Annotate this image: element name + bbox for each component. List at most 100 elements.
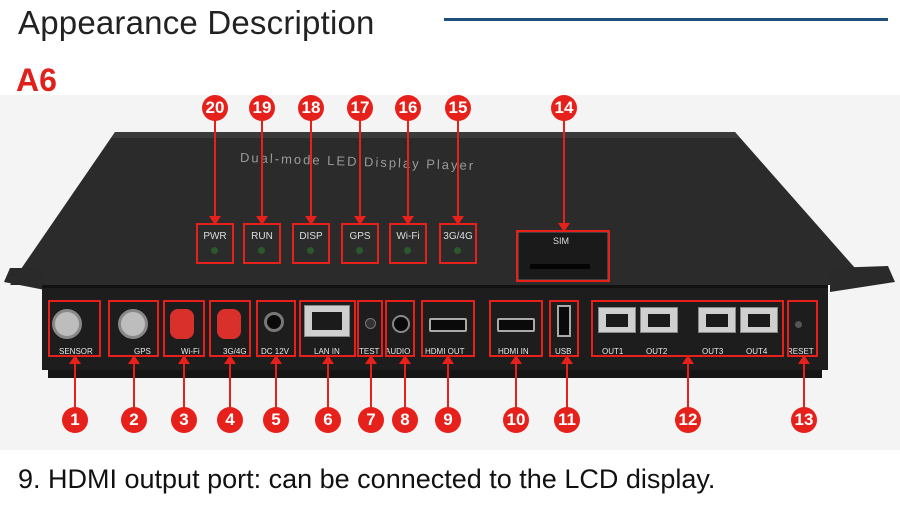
- arrow-3: [178, 355, 190, 408]
- callout-badge-2: 2: [121, 407, 147, 433]
- callout-badge-12: 12: [675, 407, 701, 433]
- highlight-box-11: [549, 300, 579, 357]
- arrow-7: [365, 355, 377, 408]
- callout-badge-8: 8: [392, 407, 418, 433]
- hdmi-in-port: [497, 318, 535, 332]
- port-label-out4: OUT4: [746, 347, 768, 356]
- led-label-wifi: Wi-Fi: [396, 231, 420, 242]
- port-label-wifi: Wi-Fi: [181, 347, 200, 356]
- port-label-3g4g: 3G/4G: [223, 347, 247, 356]
- arrow-20: [209, 120, 221, 225]
- arrow-6: [322, 355, 334, 408]
- arrow-2: [128, 355, 140, 408]
- lan-port: [304, 305, 350, 337]
- callout-badge-7: 7: [358, 407, 384, 433]
- device-illustration: [4, 132, 895, 378]
- callout-badge-3: 3: [171, 407, 197, 433]
- test-button: [365, 318, 376, 329]
- front-panel-edge: [42, 285, 828, 288]
- port-label-hdmi-in: HDMI IN: [498, 347, 529, 356]
- led-box-pwr: [196, 223, 234, 264]
- callout-badge-5: 5: [263, 407, 289, 433]
- page-title: Appearance Description: [18, 4, 375, 41]
- highlight-box-13: [787, 300, 818, 357]
- led-wifi: [404, 247, 411, 254]
- port-label-dc12v: DC 12V: [261, 347, 290, 356]
- port-label-lan-in: LAN IN: [314, 347, 340, 356]
- left-mounting-bracket: [4, 268, 45, 290]
- led-label-gps: GPS: [349, 231, 371, 242]
- led-3g4g: [454, 247, 461, 254]
- port-label-audio: AUDIO: [385, 347, 411, 356]
- caption-text: 9. HDMI output port: can be connected to…: [18, 464, 716, 494]
- highlight-box-1: [48, 300, 101, 357]
- model-label: A6: [16, 62, 57, 98]
- out3-port: [698, 307, 736, 333]
- led-box-gps: [341, 223, 379, 264]
- callout-badge-1: 1: [62, 407, 88, 433]
- highlight-box-9: [421, 300, 475, 357]
- led-box-run: [243, 223, 281, 264]
- arrow-12: [682, 355, 694, 408]
- port-label-hdmi-out: HDMI OUT: [425, 347, 465, 356]
- gps-connector: [118, 309, 148, 339]
- sim-slot-opening: [530, 264, 590, 269]
- port-label-out2: OUT2: [646, 347, 668, 356]
- arrow-17: [354, 120, 366, 225]
- usb-port: [557, 305, 571, 337]
- arrow-10: [510, 355, 522, 408]
- led-gps: [356, 247, 363, 254]
- callout-badge-20: 20: [202, 95, 228, 121]
- arrow-4: [224, 355, 236, 408]
- highlight-box-8: [385, 300, 415, 357]
- sensor-connector: [52, 309, 82, 339]
- arrow-1: [69, 355, 81, 408]
- port-label-usb: USB: [555, 347, 572, 356]
- port-label-sensor: SENSOR: [59, 347, 93, 356]
- callout-badge-19: 19: [249, 95, 275, 121]
- device-top-panel: [10, 132, 870, 285]
- arrow-11: [561, 355, 573, 408]
- arrow-18: [305, 120, 317, 225]
- arrow-13: [798, 355, 810, 408]
- port-label-reset: RESET: [787, 347, 814, 356]
- hdmi-out-port: [429, 318, 467, 332]
- callout-badge-14: 14: [551, 95, 577, 121]
- arrow-16: [402, 120, 414, 225]
- arrow-9: [442, 355, 454, 408]
- sim-label: SIM: [553, 236, 570, 246]
- arrow-8: [399, 355, 411, 408]
- right-mounting-bracket: [830, 266, 895, 292]
- highlight-box-7: [357, 300, 383, 357]
- highlight-box-6: [299, 300, 356, 357]
- callout-badge-6: 6: [315, 407, 341, 433]
- out2-port: [640, 307, 678, 333]
- highlight-box-5: [256, 300, 296, 357]
- led-box-3g4g: [439, 223, 477, 264]
- device-top-highlight: [112, 132, 740, 138]
- callout-badge-16: 16: [395, 95, 421, 121]
- out4-port: [740, 307, 778, 333]
- dc-power-jack: [264, 312, 284, 332]
- callout-badge-10: 10: [503, 407, 529, 433]
- device-base: [48, 370, 822, 378]
- highlight-box-3: [163, 300, 205, 357]
- callout-badge-13: 13: [791, 407, 817, 433]
- led-box-disp: [292, 223, 330, 264]
- port-label-out1: OUT1: [602, 347, 624, 356]
- highlight-box-4: [209, 300, 251, 357]
- highlight-box-2: [108, 300, 159, 357]
- callout-badge-11: 11: [554, 407, 580, 433]
- title-underline: [444, 18, 888, 21]
- led-label-pwr: PWR: [203, 231, 227, 242]
- led-label-3g4g: 3G/4G: [443, 231, 473, 242]
- led-pwr: [211, 247, 218, 254]
- audio-jack: [392, 315, 410, 333]
- out1-port: [598, 307, 636, 333]
- led-label-disp: DISP: [299, 231, 323, 242]
- port-label-out3: OUT3: [702, 347, 724, 356]
- port-label-test: TEST: [359, 347, 380, 356]
- led-label-run: RUN: [251, 231, 273, 242]
- callout-badge-15: 15: [445, 95, 471, 121]
- callout-badge-4: 4: [217, 407, 243, 433]
